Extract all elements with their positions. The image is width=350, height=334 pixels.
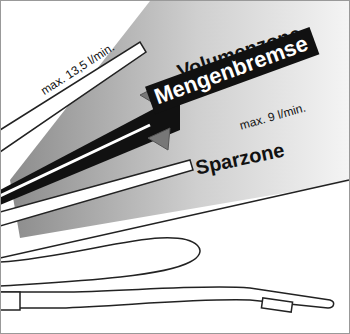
diagram-stage: Mengenbremsemax. 13,5 l/min.Volumenzonem…: [0, 0, 350, 334]
